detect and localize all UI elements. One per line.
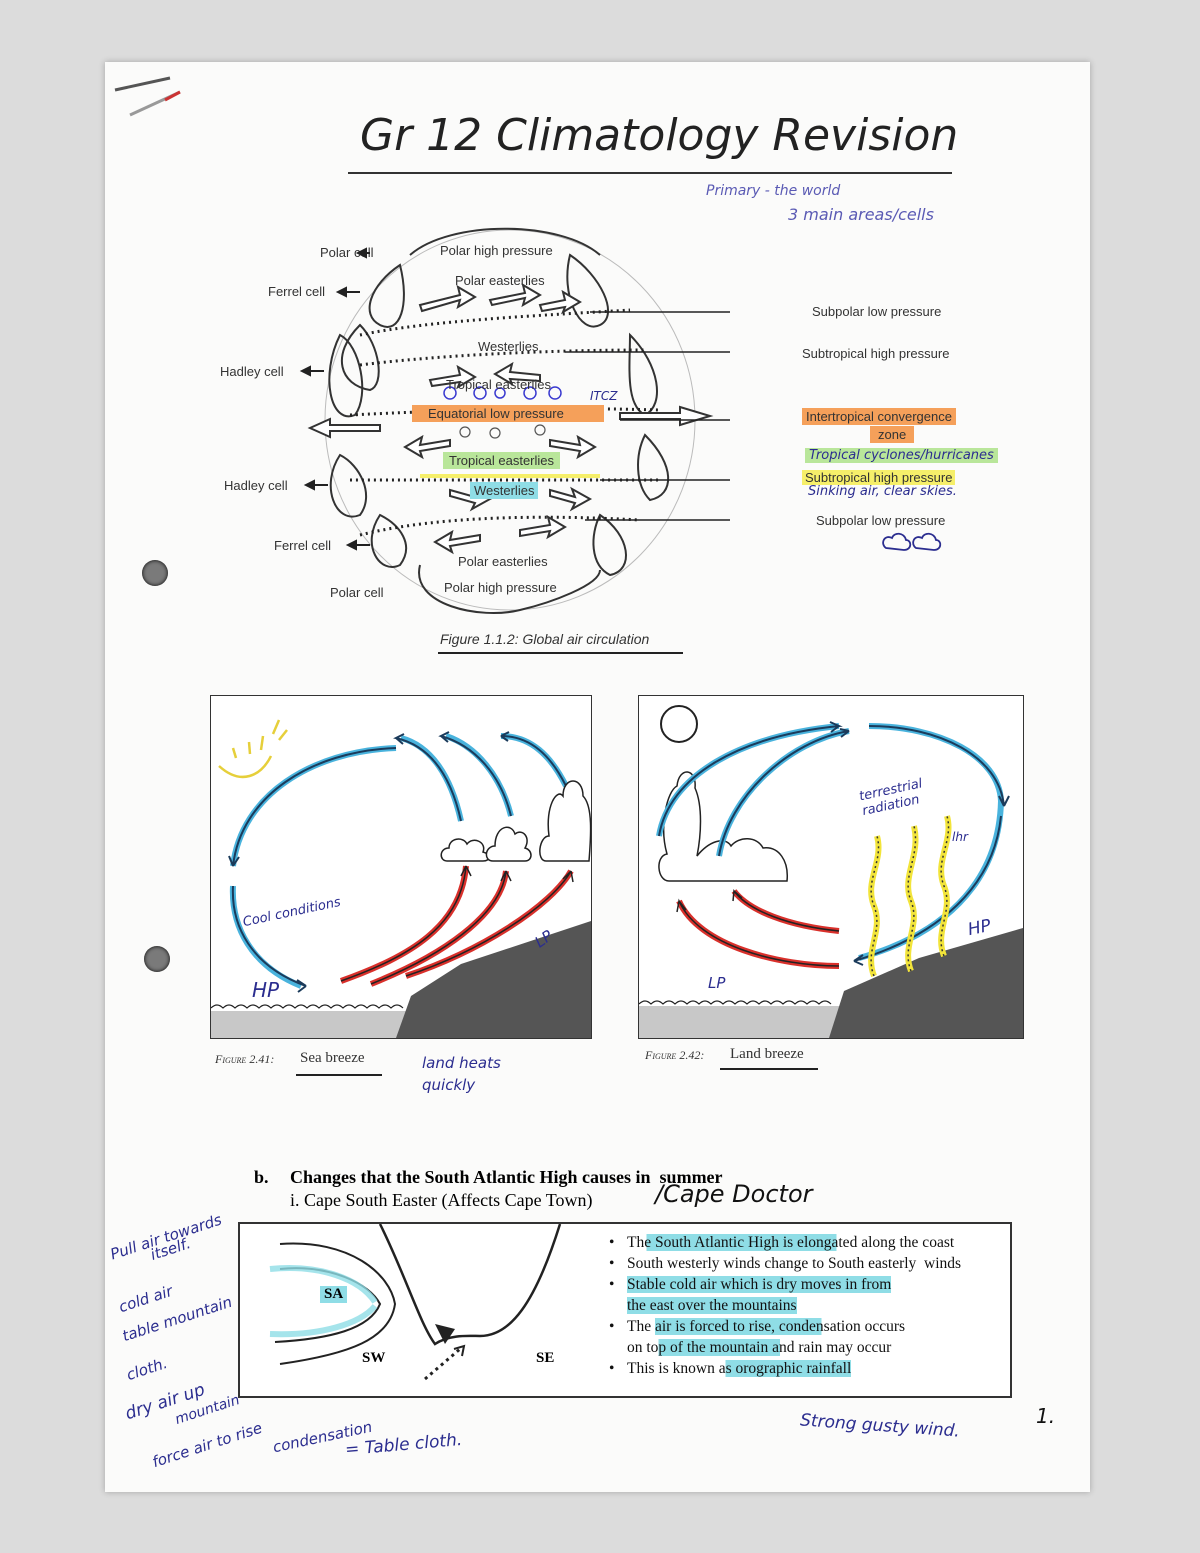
land-breeze-lp: LP (708, 974, 725, 992)
left-label-arrows (290, 240, 370, 600)
sea-breeze-caption-underline (296, 1074, 382, 1076)
label-tropical-easterlies-bottom: Tropical easterlies (443, 452, 560, 469)
sea-breeze-hp: HP (252, 978, 279, 1002)
note-land-heats-quickly: land heats quickly (422, 1052, 552, 1096)
label-subpolar-low-top: Subpolar low pressure (812, 304, 941, 319)
bullet-forced-rise-text: The air is forced to rise, condensation … (627, 1318, 905, 1335)
bullet-elongated: The South Atlantic High is elongated alo… (605, 1232, 1005, 1253)
binder-hole-bottom (144, 946, 170, 972)
cape-southeaster-diagram (240, 1224, 600, 1396)
diagram-label-se: SE (536, 1350, 554, 1367)
margin-note-cells: 3 main areas/cells (788, 205, 934, 224)
label-westerlies-top: Westerlies (478, 339, 538, 354)
bullet-stable-cold-air: Stable cold air which is dry moves in fr… (605, 1274, 1005, 1295)
sea-breeze-caption-text: Sea breeze (300, 1050, 365, 1067)
bullet-forced-rise-cont: on top of the mountain and rain may occu… (605, 1337, 1005, 1358)
label-itcz-line1: Intertropical convergence (802, 408, 956, 425)
cloud-doodle-icon (880, 530, 950, 554)
south-atlantic-high-box: SA SW SE The South Atlantic High is elon… (238, 1222, 1012, 1398)
label-westerlies-bottom: Westerlies (470, 482, 538, 499)
label-subtropical-high-bottom: Subtropical high pressure (802, 470, 955, 485)
south-atlantic-bullets: The South Atlantic High is elongated alo… (605, 1232, 1005, 1379)
note-tropical-cyclones: Tropical cyclones/hurricanes (805, 448, 998, 463)
bullet-elongated-text: The South Atlantic High is elongated alo… (627, 1234, 954, 1251)
bullet-wind-change: South westerly winds change to South eas… (605, 1253, 1005, 1274)
label-hadley-cell-top: Hadley cell (220, 364, 284, 379)
label-itcz-note: ITCZ (590, 389, 617, 403)
pen-scribble (105, 70, 185, 130)
section-b-letter: b. (254, 1167, 269, 1188)
label-hadley-cell-bottom: Hadley cell (224, 478, 288, 493)
diagram-label-sw: SW (362, 1350, 385, 1367)
section-b-subheading: i. Cape South Easter (Affects Cape Town) (290, 1190, 593, 1211)
bullet-forced-rise-cont-text: on top of the mountain and rain may occu… (627, 1339, 891, 1356)
bullet-wind-change-text: South westerly winds change to South eas… (627, 1255, 961, 1272)
land-breeze-caption-prefix: Figure 2.42: (645, 1048, 704, 1063)
figure1-caption: Figure 1.1.2: Global air circulation (440, 631, 649, 647)
label-polar-high-bottom: Polar high pressure (444, 580, 557, 595)
label-polar-high-top: Polar high pressure (440, 243, 553, 258)
label-itcz-line2: zone (870, 426, 914, 443)
page-title: Gr 12 Climatology Revision (360, 110, 958, 161)
bullet-orographic: This is known as orographic rainfall (605, 1358, 1005, 1379)
note-sinking-air: Sinking air, clear skies. (808, 484, 957, 499)
note-land-heats-text: land heats quickly (422, 1054, 501, 1094)
bullet-stable-cold-air-cont: the east over the mountains (605, 1295, 1005, 1316)
binder-hole-top (142, 560, 168, 586)
label-subpolar-low-bottom: Subpolar low pressure (816, 513, 945, 528)
land-breeze-caption-text: Land breeze (730, 1046, 804, 1063)
note-lhr: lhr (952, 830, 968, 844)
label-subtropical-high-top: Subtropical high pressure (802, 346, 949, 361)
sea-breeze-caption-prefix: Figure 2.41: (215, 1052, 274, 1067)
bullet-orographic-text: This is known as orographic rainfall (627, 1360, 851, 1377)
land-breeze-artwork (639, 696, 1023, 1038)
page-number: 1. (1036, 1404, 1055, 1428)
label-tropical-easterlies-top: Tropical easterlies (446, 377, 551, 392)
label-polar-easterlies-top: Polar easterlies (455, 273, 545, 288)
land-breeze-diagram (638, 695, 1024, 1039)
bullet-stable-cold-air-text: Stable cold air which is dry moves in fr… (627, 1276, 891, 1293)
diagram-label-sa: SA (320, 1286, 347, 1303)
bullet-forced-rise: The air is forced to rise, condensation … (605, 1316, 1005, 1337)
bullet-stable-cold-air-cont-text: the east over the mountains (627, 1297, 797, 1314)
yellow-belt-highlight (420, 474, 600, 478)
title-underline (348, 172, 952, 174)
figure1-caption-underline (438, 652, 683, 654)
note-cape-doctor: /Cape Doctor (655, 1180, 813, 1208)
label-polar-easterlies-bottom: Polar easterlies (458, 554, 548, 569)
margin-note-primary: Primary - the world (706, 183, 840, 199)
land-breeze-caption-underline (720, 1068, 818, 1070)
label-equatorial-low: Equatorial low pressure (412, 405, 604, 422)
